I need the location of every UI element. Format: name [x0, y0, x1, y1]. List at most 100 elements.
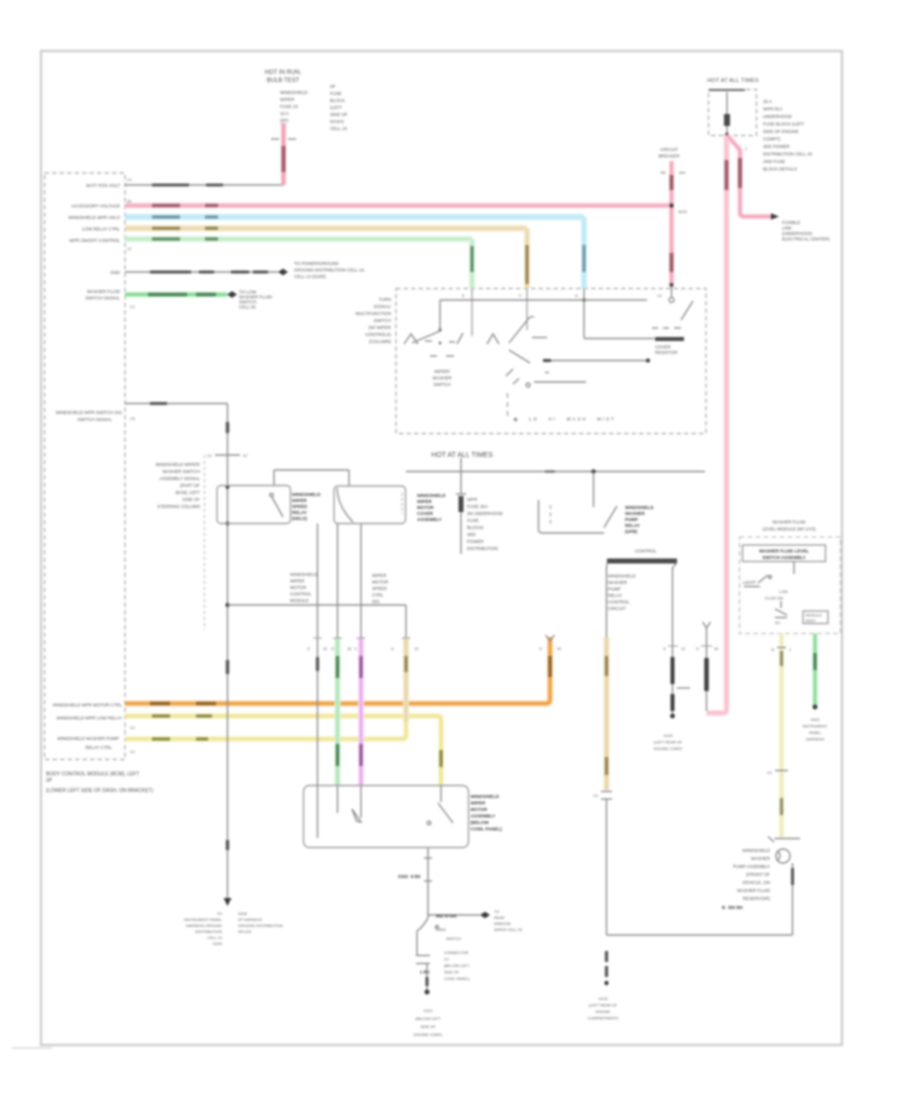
svg-text:CIRCUIT: CIRCUIT: [608, 606, 626, 611]
svg-text:C2: C2: [593, 794, 598, 798]
svg-text:WASHER: WASHER: [608, 580, 627, 585]
svg-text:WIPER: WIPER: [372, 573, 386, 578]
svg-text:HOT IN RUN,: HOT IN RUN,: [265, 70, 302, 76]
svg-text:WIPER CELL 93: WIPER CELL 93: [494, 928, 522, 932]
svg-text:C2: C2: [130, 750, 135, 754]
svg-text:SEE POWER: SEE POWER: [763, 144, 790, 149]
svg-text:S420: S420: [811, 718, 820, 722]
svg-text:(BELOW LEFT: (BELOW LEFT: [444, 964, 470, 968]
svg-text:(BELOW: (BELOW: [471, 820, 490, 825]
svg-text:ACCESSORY VOLTAGE: ACCESSORY VOLTAGE: [71, 204, 120, 209]
svg-text:1 BK: 1 BK: [420, 970, 431, 975]
svg-text:WPR: WPR: [467, 497, 477, 502]
svg-text:BCM), LEFT: BCM), LEFT: [176, 490, 201, 495]
svg-text:WIPER: WIPER: [280, 97, 294, 102]
svg-text:NC: NC: [775, 621, 781, 625]
svg-text:ASSY: ASSY: [806, 619, 817, 623]
svg-text:HOT AT ALL TIMES: HOT AT ALL TIMES: [431, 452, 493, 459]
svg-text:INSTRUMENT: INSTRUMENT: [803, 725, 829, 729]
svg-text:892 D-GN: 892 D-GN: [436, 914, 456, 919]
svg-text:SPEED: SPEED: [292, 504, 308, 509]
svg-text:TO LOW: TO LOW: [239, 290, 257, 295]
svg-text:E: E: [663, 647, 666, 651]
svg-text:SIGNAL/: SIGNAL/: [374, 304, 392, 309]
svg-text:WINDSHIELD: WINDSHIELD: [292, 492, 321, 497]
svg-text:(UFB): (UFB): [625, 529, 638, 534]
svg-text:C2: C2: [444, 958, 449, 962]
svg-text:DISTRIBUTION: DISTRIBUTION: [467, 546, 498, 551]
svg-text:WIPER: WIPER: [471, 801, 487, 806]
svg-text:WASHER SWITCH: WASHER SWITCH: [162, 469, 200, 474]
svg-text:CONNECTOR: CONNECTOR: [444, 951, 469, 955]
svg-text:ENGINE COMP): ENGINE COMP): [654, 747, 683, 751]
svg-text:MODULE: MODULE: [290, 598, 309, 603]
svg-text:B: B: [514, 417, 518, 422]
svg-text:DASH): DASH): [330, 119, 344, 124]
svg-text:MOTOR: MOTOR: [417, 505, 434, 510]
svg-text:G101: G101: [423, 1009, 432, 1013]
svg-text:COVER: COVER: [417, 511, 434, 516]
svg-text:WIPER: WIPER: [417, 499, 433, 504]
svg-text:BREAKER: BREAKER: [659, 154, 680, 159]
svg-text:C2: C2: [657, 294, 662, 298]
svg-text:HARNESS: HARNESS: [806, 738, 825, 742]
svg-text:C1: C1: [207, 454, 212, 458]
svg-text:G: G: [575, 294, 578, 298]
svg-text:WINDSHIELD: WINDSHIELD: [625, 505, 654, 510]
svg-text:WPR ON/OFF CONTROL: WPR ON/OFF CONTROL: [69, 238, 120, 243]
svg-text:CELL 14 (G200): CELL 14 (G200): [294, 274, 326, 279]
svg-text:WIPER/: WIPER/: [434, 369, 450, 374]
svg-text:CELL 10: CELL 10: [330, 126, 347, 131]
svg-text:SWITCH: SWITCH: [446, 937, 461, 941]
svg-text:RESISTOR: RESISTOR: [655, 350, 677, 355]
svg-text:FUSE: FUSE: [467, 518, 479, 523]
svg-text:I/P: I/P: [46, 778, 53, 784]
svg-text:GROUND DISTRIBUTION CELL 14,: GROUND DISTRIBUTION CELL 14,: [294, 268, 365, 273]
svg-text:BLOCK: BLOCK: [330, 98, 345, 103]
svg-text:SIG: SIG: [372, 599, 380, 604]
svg-text:1: 1: [789, 648, 791, 652]
svg-text:MOTOR: MOTOR: [471, 807, 488, 812]
svg-text:(BELOW LEFT: (BELOW LEFT: [415, 1017, 441, 1021]
svg-text:40: 40: [557, 647, 561, 651]
svg-text:SIDE OF: SIDE OF: [444, 971, 460, 975]
svg-text:UNDERHOOD: UNDERHOOD: [763, 114, 792, 119]
svg-text:WASHER: WASHER: [625, 511, 646, 516]
svg-text:SEE: SEE: [467, 532, 476, 537]
svg-text:ASSEMBLY SIGNAL: ASSEMBLY SIGNAL: [159, 476, 200, 481]
svg-text:INSTRUMENT PANEL: INSTRUMENT PANEL: [184, 918, 222, 922]
svg-text:RELAY CTRL: RELAY CTRL: [85, 745, 112, 750]
svg-text:LOW: LOW: [779, 590, 788, 594]
svg-text:WASHER FLUID: WASHER FLUID: [737, 888, 770, 893]
svg-text:12: 12: [681, 647, 685, 651]
svg-text:(LOWER LEFT SIDE OF DASH, ON B: (LOWER LEFT SIDE OF DASH, ON BRACKET): [46, 788, 153, 794]
svg-text:19: 19: [414, 647, 418, 651]
svg-text:HOT AT ALL TIMES: HOT AT ALL TIMES: [707, 78, 759, 84]
svg-text:S206: S206: [238, 912, 247, 916]
svg-text:TO: TO: [494, 910, 499, 914]
svg-text:(LEFT: (LEFT: [330, 105, 343, 110]
svg-text:MULTIFUNCTION: MULTIFUNCTION: [355, 311, 391, 316]
svg-text:G200: G200: [213, 942, 222, 946]
svg-text:WINDOW: WINDOW: [494, 922, 511, 926]
svg-text:COMPT): COMPT): [763, 137, 781, 142]
svg-text:TO: TO: [217, 912, 222, 916]
svg-text:G103: G103: [663, 734, 672, 738]
svg-text:30: 30: [127, 200, 131, 204]
svg-text:D: D: [539, 647, 542, 651]
svg-text:SPEED: SPEED: [372, 586, 387, 591]
svg-text:SIDE OF: SIDE OF: [182, 497, 200, 502]
svg-text:(LEFT REAR OF: (LEFT REAR OF: [654, 741, 683, 745]
svg-text:CONTROL: CONTROL: [608, 600, 630, 605]
svg-text:WASHER: WASHER: [751, 856, 770, 861]
svg-text:22: 22: [323, 647, 327, 651]
svg-text:DISTRIBUTION CELL 10: DISTRIBUTION CELL 10: [763, 152, 813, 157]
svg-text:BLOCK DETAILS: BLOCK DETAILS: [763, 167, 797, 172]
svg-text:FUSE 25A: FUSE 25A: [467, 504, 488, 509]
svg-text:PANEL: PANEL: [809, 731, 821, 735]
svg-text:WINDSHIELD WASHER PUMP: WINDSHIELD WASHER PUMP: [57, 736, 119, 741]
svg-text:FUSE: FUSE: [330, 91, 342, 96]
svg-text:WASHER FLUID LEVEL: WASHER FLUID LEVEL: [759, 549, 809, 554]
svg-text:WINDSHIELD: WINDSHIELD: [417, 493, 446, 498]
svg-text:CONTROL: CONTROL: [290, 592, 312, 597]
